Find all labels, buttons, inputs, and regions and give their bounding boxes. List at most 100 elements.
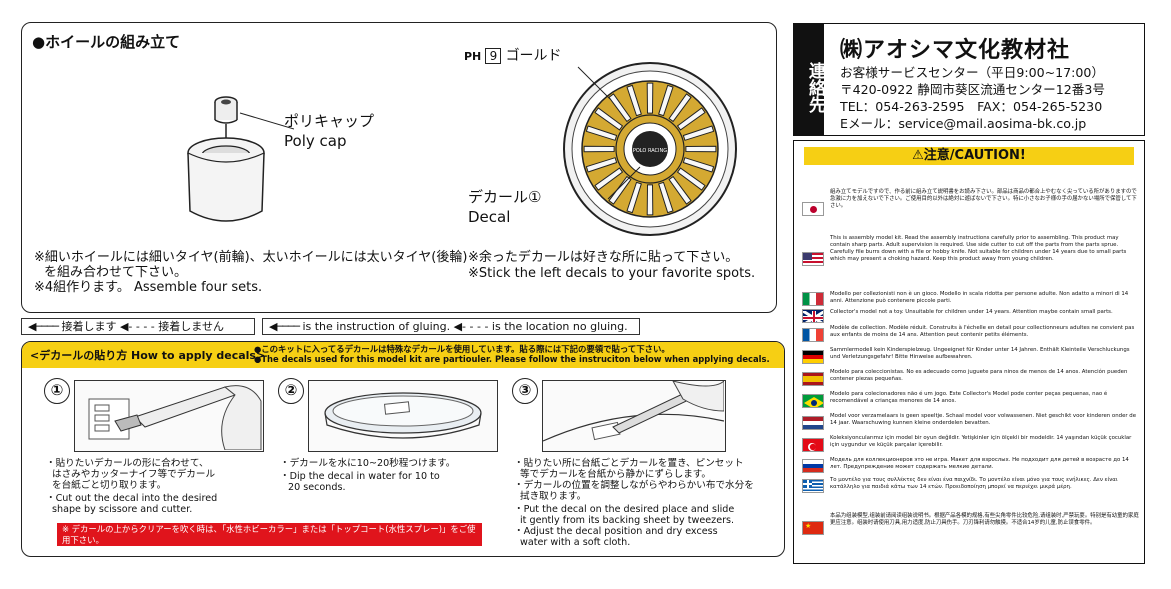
note-tire-jp: ※細いホイールには細いタイヤ(前輪)、太いホイールには太いタイヤ(後輪) [34,250,468,265]
flag-de-icon [802,350,824,364]
polycap-label-jp: ポリキャップ [284,112,375,130]
company-name: ㈱アオシマ文化教材社 [840,38,1071,63]
assembly-title: ●ホイールの組み立て [32,33,181,51]
step-1-en-1: ・Cut out the decal into the desired [46,493,218,504]
decal-note-jp: ●このキットに入ってるデカールは特殊なデカールを使用しています。貼る際には下記の… [254,344,670,354]
decal-title: <デカールの貼り方 How to apply decals> [30,349,266,362]
legend-en-noglue: is the location no gluing. [491,320,628,333]
step-3-jp-3: ・デカールの位置を調整しながらやわらかい布で水分を [514,480,754,491]
phone-fax: TEL：054-263-2595 FAX：054-265-5230 [840,99,1103,114]
step-3-en-1: ・Put the decal on the desired place and … [514,504,735,515]
note-decal-en: ※Stick the left decals to your favorite … [468,266,756,281]
step-2-image [308,380,498,452]
note-decal-jp: ※余ったデカールは好きな所に貼って下さい。 [468,250,739,265]
wheel-spoke [608,175,632,205]
legend-jp-glue: 接着します [61,320,117,333]
glue-legend-jp: ◀──── 接着します ◀- - - - 接着しません [21,318,255,335]
caution-row-us: This is assembly model kit. Read the ass… [802,235,1140,283]
flag-uk-icon [802,309,824,323]
flag-nl-icon [802,416,824,430]
caution-row-es: Modelo para coleccionistas. No es adecua… [802,369,1140,389]
wheel-spoke [676,107,706,131]
caution-row-ru: Модель для коллекционеров это не игра. М… [802,457,1140,475]
caution-text-uk: Collector's model not a toy. Unsuitable … [830,309,1113,315]
caution-row-nl: Model voor verzamelaars is geen speeltje… [802,413,1140,433]
paint-name: ゴールド [505,48,562,64]
wheel-spoke [583,145,615,153]
flag-br-icon [802,394,824,408]
wheel-spoke [658,84,674,117]
flag-gr-icon [802,479,824,493]
caution-text-it: Modello per collezionisti non è un gioco… [830,291,1129,304]
polycap-label-en: Poly cap [284,132,347,150]
address: 〒420-0922 静岡市葵区流通センター12番3号 [840,82,1105,97]
wheel-spoke [682,125,715,141]
paint-number: 9 [485,48,502,64]
flag-jp-icon [802,202,824,216]
decal-header: <デカールの貼り方 How to apply decals> ●このキットに入っ… [22,342,784,368]
caution-row-uk: Collector's model not a toy. Unsuitable … [802,309,1140,323]
clear-coat-warning-jp: ※ デカールの上からクリアーを吹く時は、「水性ホビーカラー」または「トップコート… [62,524,476,545]
caution-text-us: This is assembly model kit. Read the ass… [830,235,1127,262]
step-1-en-2: shape by scissore and cutter. [52,504,193,515]
decal-label-en: Decal [468,208,511,226]
hub-logo-text: POLO RACING [633,148,667,154]
flag-it-icon [802,292,824,306]
step-1-image [74,380,264,452]
caution-text-cn: 本品为组装模型,组装前请阅读组装说明书。根据产品各模的规格,有些尖角零件比较危险… [830,513,1139,526]
step-3-en-3: ・Adjust the decal position and dry exces… [514,526,718,537]
caution-row-jp: 組み立てモデルですので、作る前に組み立て説明書をお読み下さい。部品は商品の都合上… [802,189,1140,229]
wheel-spoke [668,93,692,123]
caution-row-gr: Το μοντέλο για τους συλλέκτες δεν είναι … [802,477,1140,495]
wheel-spoke [626,181,642,214]
caution-row-tr: Koleksiyoncularımız için model bir oyun … [802,435,1140,455]
flag-cn-icon: ★ [802,521,824,535]
wheel-spoke [668,175,692,205]
wheel-spoke [585,157,618,173]
caution-text-ru: Модель для коллекционеров это не игра. М… [830,457,1129,470]
caution-text-jp: 組み立てモデルですので、作る前に組み立て説明書をお読み下さい。部品は商品の都合上… [830,189,1137,209]
caution-row-br: Modelo para colecionadores não é um jogo… [802,391,1140,411]
step-1-jp-2: はさみやカッターナイフ等でデカール [52,469,216,480]
step-3-jp-1: ・貼りたい所に台紙ごとデカールを置き、ピンセット [514,458,744,469]
caution-row-de: Sammlermodell kein Kinderspielzeug. Unge… [802,347,1140,367]
service-hours: お客様サービスセンター（平日9:00~17:00） [840,65,1105,80]
step-1-jp-1: ・貼りたいデカールの形に合わせて、 [46,458,209,469]
caution-box: ⚠注意/CAUTION! 組み立てモデルですので、作る前に組み立て説明書をお読み… [793,140,1145,564]
wheel-spoke [658,181,674,214]
flag-fr-icon [802,328,824,342]
flag-tr-icon [802,438,824,452]
note-sets: ※4組作ります。 Assemble four sets. [34,280,263,295]
caution-text-de: Sammlermodell kein Kinderspielzeug. Unge… [830,347,1130,360]
step-2-en-1: ・Dip the decal in water for 10 to [280,471,440,482]
wheel-spoke [626,84,642,117]
assembly-panel: ●ホイールの組み立て ポリキャップ Poly cap PH 9 ゴールド POL… [21,22,777,313]
clear-coat-warning-en: ※ Please use water paint or topcoat when… [62,546,331,556]
step-3-image [542,379,726,452]
wheel-spoke [646,184,654,216]
step-2-number: ② [278,378,304,404]
caution-row-it: Modello per collezionisti non è un gioco… [802,291,1140,307]
step-1-number: ① [44,378,70,404]
step-3-en-2: it gently from its backing sheet by twee… [520,515,735,526]
clear-coat-warning: ※ デカールの上からクリアーを吹く時は、「水性ホビーカラー」または「トップコート… [57,523,482,556]
flag-ru-icon [802,459,824,473]
caution-text-nl: Model voor verzamelaars is geen speeltje… [830,413,1137,426]
decal-instructions-panel: <デカールの貼り方 How to apply decals> ●このキットに入っ… [21,341,785,557]
caution-title: ⚠注意/CAUTION! [804,147,1134,165]
step-2-jp-1: ・デカールを水に10~20秒程つけます。 [280,458,456,469]
wheel-spoke [646,82,654,114]
wheel-illustration: POLO RACING [563,62,737,236]
contact-box: 連絡先 ㈱アオシマ文化教材社 お客様サービスセンター（平日9:00~17:00）… [793,23,1145,136]
decal-label-jp: デカール① [468,188,542,206]
step-3-jp-2: 等でデカールを台紙から静かにずらします。 [520,469,712,480]
wheel-spoke [676,167,706,191]
caution-text-fr: Modèle de collection. Modèle réduit. Con… [830,325,1135,338]
flag-es-icon [802,372,824,386]
polycap-illustration [187,96,294,222]
decal-note-en: ●The decals used for this model kit are … [254,354,770,364]
wheel-spoke [685,145,717,153]
legend-en-glue: is the instruction of gluing. [302,320,451,333]
note-tire-jp-2: を組み合わせて下さい。 [44,265,188,280]
step-3-number: ③ [512,378,538,404]
